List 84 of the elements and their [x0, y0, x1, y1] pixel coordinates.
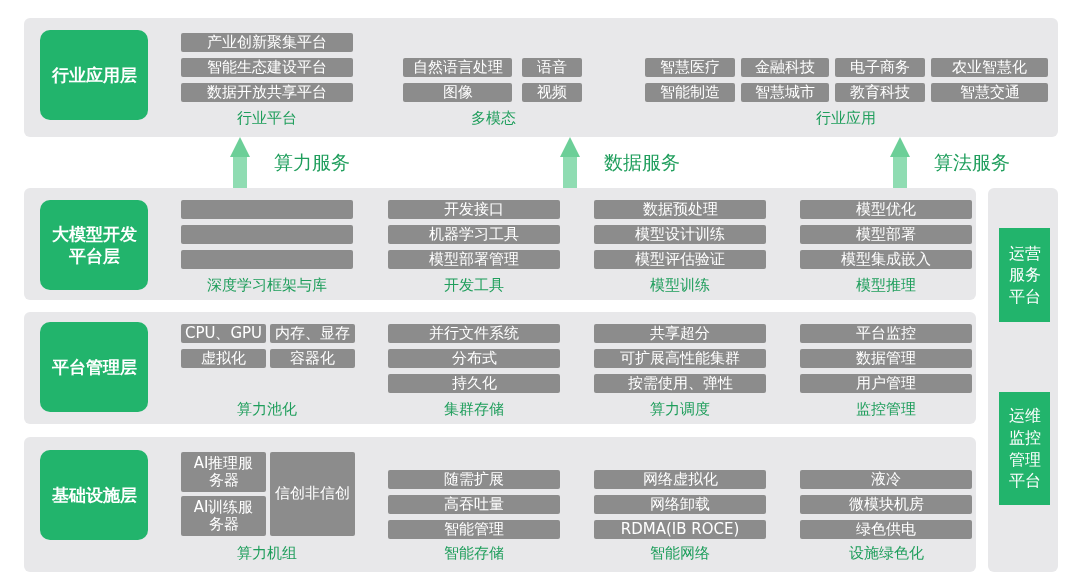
item-box: 模型设计训练: [594, 225, 766, 244]
group-caption: 设施绿色化: [848, 544, 924, 563]
item-box: 绿色供电: [800, 520, 972, 539]
item-box: 智能制造: [645, 83, 735, 102]
item-box: 模型评估验证: [594, 250, 766, 269]
edge-label: 数据服务: [604, 150, 680, 175]
item-box: 按需使用、弹性: [594, 374, 766, 393]
item-box: 智能生态建设平台: [181, 58, 353, 77]
item-box: 分布式: [388, 349, 560, 368]
arrow: [230, 137, 250, 188]
group-caption: 算力调度: [650, 400, 710, 419]
item-box: [181, 250, 353, 269]
group-caption: 智能网络: [650, 544, 710, 563]
item-box: 虚拟化: [181, 349, 266, 368]
item-box: 共享超分: [594, 324, 766, 343]
group-caption: 监控管理: [856, 400, 916, 419]
group-caption: 开发工具: [444, 276, 504, 295]
item-box: AI训练服务器: [181, 496, 266, 536]
group-caption: 模型推理: [856, 276, 916, 295]
item-box: 高吞吐量: [388, 495, 560, 514]
item-box: 金融科技: [741, 58, 829, 77]
group-caption: 深度学习框架与库: [207, 276, 327, 295]
item-box: 农业智慧化: [931, 58, 1048, 77]
group-caption: 模型训练: [650, 276, 710, 295]
item-box: 数据管理: [800, 349, 972, 368]
group-caption: 行业应用: [816, 109, 876, 128]
group-caption: 算力机组: [237, 544, 297, 563]
item-box: 用户管理: [800, 374, 972, 393]
layer-title-box: 平台管理层: [40, 322, 148, 412]
item-box: 智慧交通: [931, 83, 1048, 102]
group-caption: 行业平台: [237, 109, 297, 128]
item-box: 开发接口: [388, 200, 560, 219]
item-box: 语音: [522, 58, 582, 77]
layer-title-box: 基础设施层: [40, 450, 148, 540]
layer-panel: [988, 188, 1058, 572]
item-box: 自然语言处理: [403, 58, 512, 77]
group-caption: 多模态: [470, 109, 516, 128]
item-box: AI推理服务器: [181, 452, 266, 492]
arrow: [890, 137, 910, 188]
group-caption: 智能存储: [444, 544, 504, 563]
item-box: 视频: [522, 83, 582, 102]
item-box: RDMA(IB ROCE): [594, 520, 766, 539]
layer-title-box: 行业应用层: [40, 30, 148, 120]
item-box: 容器化: [270, 349, 355, 368]
item-box: 网络卸载: [594, 495, 766, 514]
item-box: 持久化: [388, 374, 560, 393]
item-box: 液冷: [800, 470, 972, 489]
item-box: 模型集成嵌入: [800, 250, 972, 269]
item-box: 网络虚拟化: [594, 470, 766, 489]
item-box: 模型优化: [800, 200, 972, 219]
item-box: 随需扩展: [388, 470, 560, 489]
layer-title-box: 大模型开发平台层: [40, 200, 148, 290]
layer-panel: [24, 437, 976, 572]
item-box: 图像: [403, 83, 512, 102]
item-box: 产业创新聚集平台: [181, 33, 353, 52]
arrow: [560, 137, 580, 188]
item-box: [181, 225, 353, 244]
layer-panel: [24, 188, 976, 300]
layer-panel: [24, 18, 1058, 137]
group-caption: 算力池化: [237, 400, 297, 419]
item-box: 可扩展高性能集群: [594, 349, 766, 368]
item-box: 电子商务: [835, 58, 925, 77]
item-box: 并行文件系统: [388, 324, 560, 343]
item-box: 教育科技: [835, 83, 925, 102]
layer-panel: [24, 312, 976, 424]
group-caption: 集群存储: [444, 400, 504, 419]
item-box: 微模块机房: [800, 495, 972, 514]
item-box: 数据预处理: [594, 200, 766, 219]
item-box: 智慧医疗: [645, 58, 735, 77]
item-box: [181, 200, 353, 219]
item-box: 内存、显存: [270, 324, 355, 343]
item-box: 模型部署管理: [388, 250, 560, 269]
edge-label: 算法服务: [934, 150, 1010, 175]
item-box: 智慧城市: [741, 83, 829, 102]
item-box: 模型部署: [800, 225, 972, 244]
item-box: CPU、GPU: [181, 324, 266, 343]
item-box: 机器学习工具: [388, 225, 560, 244]
item-box: 信创非信创: [270, 452, 355, 536]
platform-box: 运营服务平台: [999, 228, 1050, 322]
item-box: 数据开放共享平台: [181, 83, 353, 102]
item-box: 智能管理: [388, 520, 560, 539]
item-box: 平台监控: [800, 324, 972, 343]
edge-label: 算力服务: [274, 150, 350, 175]
platform-box: 运维监控管理平台: [999, 392, 1050, 505]
